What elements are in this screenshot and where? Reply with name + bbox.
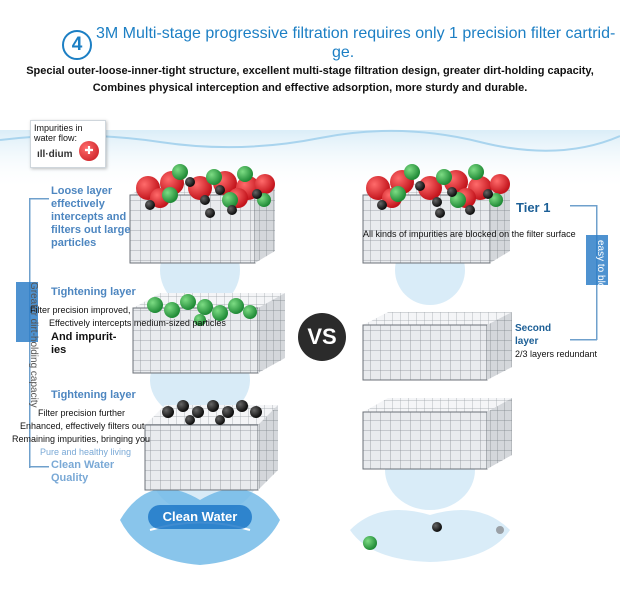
- dirt-capacity-vertical: Greater dirt-holding capacity: [9, 282, 39, 408]
- layer2-text-4: ies: [51, 344, 67, 356]
- layer2-text-3: And impurit-: [51, 331, 117, 343]
- step-number-badge: 4: [62, 30, 92, 60]
- dirt-capacity-label: Greater dirt-holding capacity: [28, 282, 39, 408]
- tier1-label: Tier 1: [516, 200, 551, 215]
- layer2-text-1: Filter precision improved,: [30, 305, 131, 315]
- vs-badge: VS: [298, 313, 346, 361]
- easy-block-vertical: easy to block: [580, 240, 608, 300]
- easy-block-label: easy to block: [595, 240, 606, 299]
- layer3-text-3: Remaining impurities, bringing you: [12, 434, 151, 444]
- impurity-legend: Impurities in water flow: ıll·dium ✚: [30, 120, 106, 168]
- layer2-text-2: Effectively intercepts medium-sized part…: [49, 318, 226, 328]
- legend-title: Impurities in water flow:: [34, 123, 83, 143]
- subtitle-line-1: Special outer-loose-inner-tight structur…: [26, 65, 594, 77]
- tightening-layer-label-1: Tightening layer: [51, 286, 136, 298]
- page-title: 3M Multi-stage progressive filtration re…: [96, 24, 616, 62]
- tightening-layer-label-2: Tightening layer: [51, 389, 136, 401]
- second-layer-label: Second layer: [515, 323, 552, 347]
- legend-glyphs: ıll·dium: [37, 149, 73, 160]
- subtitle-line-2: Combines physical interception and effec…: [92, 82, 528, 94]
- layer3-text-1: Filter precision further: [38, 408, 126, 418]
- layer3-text-2: Enhanced, effectively filters out: [20, 421, 145, 431]
- title-line-1: 3M Multi-stage progressive filtration re…: [96, 25, 616, 42]
- red-impurity-icon: ✚: [79, 141, 99, 161]
- clean-water-quality-label: Clean Water Quality: [51, 459, 115, 484]
- redundant-label: 2/3 layers redundant: [515, 349, 598, 359]
- title-line-2: ge.: [332, 44, 355, 61]
- clean-water-label: Clean Water: [148, 505, 252, 529]
- tier1-note: All kinds of impurities are blocked on t…: [363, 229, 576, 239]
- layer3-text-4: Pure and healthy living: [40, 447, 132, 457]
- loose-layer-label: Loose layer effectively intercepts and f…: [51, 185, 131, 249]
